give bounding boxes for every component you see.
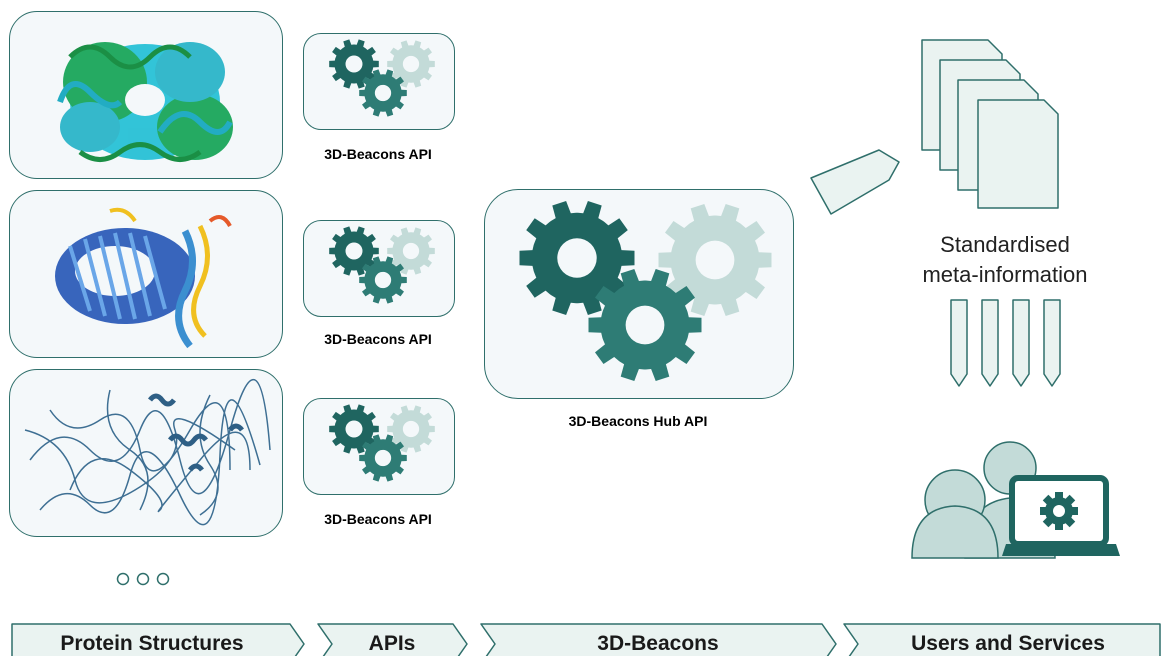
gear-icon (329, 39, 435, 117)
meta-label: Standardised meta-information (905, 230, 1105, 290)
gear-icon (519, 201, 635, 315)
users-laptop-illustration (911, 441, 1120, 559)
protein-structure-image-2 (55, 207, 232, 349)
api-label-2: 3D-Beacons API (324, 331, 432, 347)
gear-icon (359, 69, 407, 117)
meta-label-line-2: meta-information (922, 262, 1088, 287)
stage-label-3: 3D-Beacons (597, 632, 719, 655)
api-box-1 (303, 33, 455, 130)
stage-label-4: Users and Services (911, 632, 1105, 655)
arrow-icon (950, 299, 968, 387)
ellipsis-icon (116, 572, 170, 586)
gear-icon (387, 405, 435, 453)
gear-icon (1040, 492, 1078, 530)
hub-box (484, 189, 794, 399)
gear-icon (329, 226, 435, 304)
arrow-icon (1043, 299, 1061, 387)
gear-icon (329, 404, 379, 454)
meta-label-line-1: Standardised (940, 232, 1070, 257)
arrow-icon (1012, 299, 1030, 387)
gear-icon (359, 256, 407, 304)
gear-icon (588, 269, 702, 381)
stage-chevron-1 (11, 623, 305, 656)
gear-icon (329, 39, 379, 89)
protein-structure-image-3 (24, 379, 271, 526)
arrow-icon (981, 299, 999, 387)
document-icon (921, 39, 1059, 209)
footer-stage-chevrons (11, 623, 1161, 656)
stage-label-1: Protein Structures (60, 632, 244, 655)
protein-structure-panel-2 (9, 190, 283, 358)
protein-structure-image-1 (57, 42, 233, 162)
stage-chevron-2 (317, 623, 468, 656)
stage-label-2: APIs (368, 632, 416, 655)
gear-icon (359, 434, 407, 482)
down-arrows (950, 299, 1061, 387)
protein-structure-panel-1 (9, 11, 283, 179)
api-box-2 (303, 220, 455, 317)
hub-label: 3D-Beacons Hub API (568, 413, 708, 429)
protein-structure-panel-3 (9, 369, 283, 537)
api-label-3: 3D-Beacons API (324, 511, 432, 527)
api-label-1: 3D-Beacons API (324, 146, 432, 162)
gear-icon (329, 226, 379, 276)
stage-chevron-3 (480, 623, 837, 656)
stage-chevron-4 (843, 623, 1161, 656)
gear-icon (329, 404, 435, 482)
gear-icon (387, 40, 435, 88)
gear-icon (519, 201, 772, 381)
arrow-icon (810, 149, 900, 215)
api-box-3 (303, 398, 455, 495)
gear-icon (387, 227, 435, 275)
